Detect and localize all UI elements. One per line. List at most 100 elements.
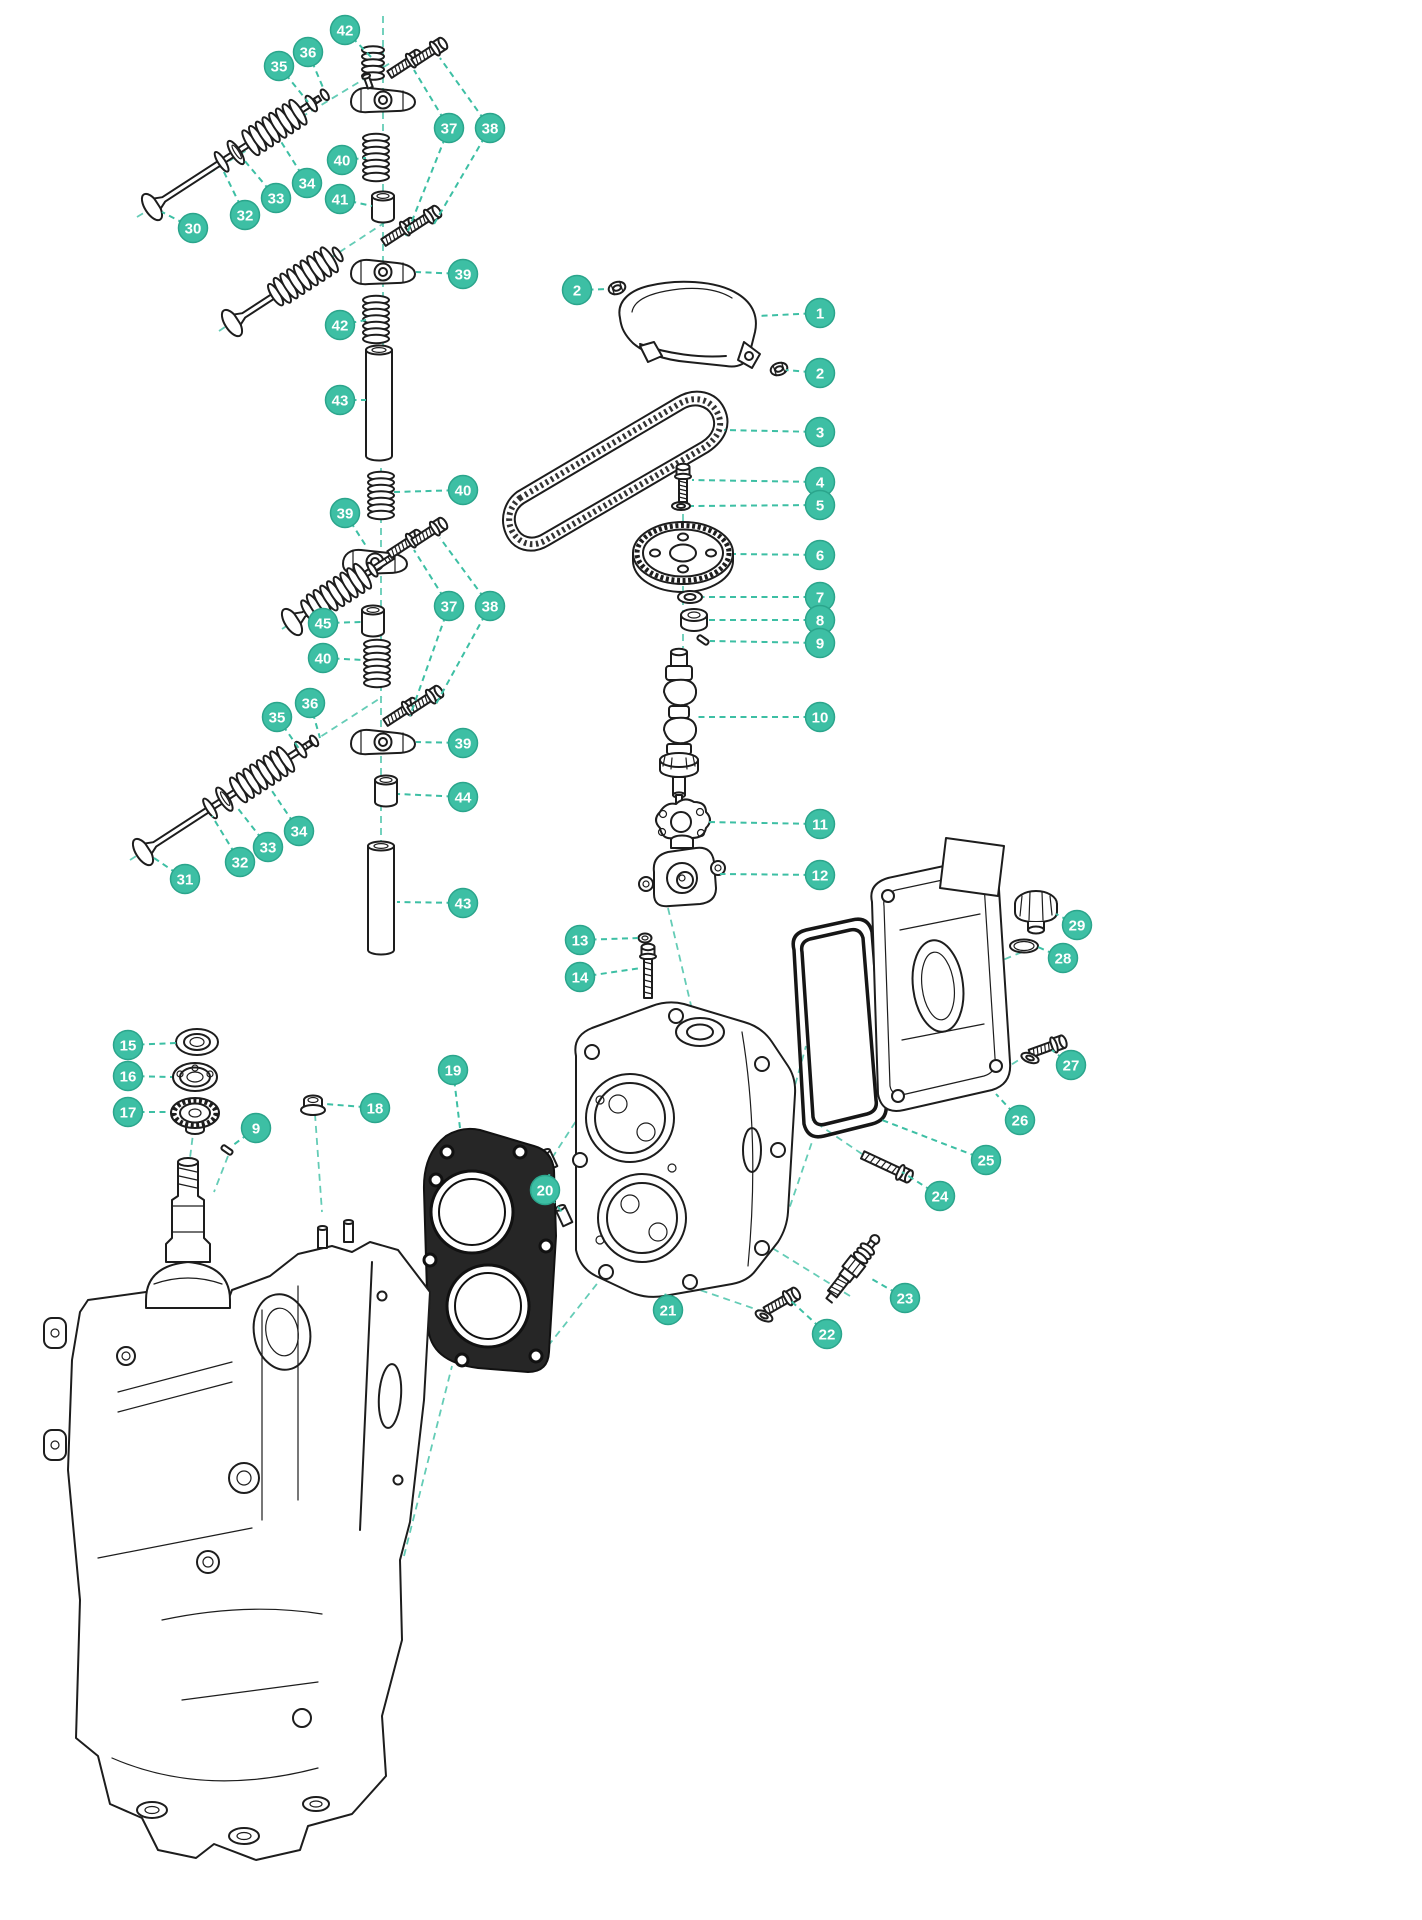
callout-number: 29 [1069, 918, 1086, 935]
callout-badge [324, 183, 356, 215]
callout-number: 36 [302, 696, 319, 713]
spark-plug [825, 1234, 881, 1304]
callout-38: 38 [474, 112, 506, 144]
rocker-arm [350, 258, 416, 286]
callout-34: 34 [291, 167, 323, 199]
callout-36: 36 [292, 36, 324, 68]
dowel-pin [695, 633, 711, 647]
leader-line-18 [325, 1103, 376, 1109]
callout-number: 15 [120, 1038, 137, 1055]
o-ring [1009, 938, 1039, 954]
callout-number: 21 [660, 1303, 677, 1320]
callout-number: 19 [445, 1063, 462, 1080]
callout-badge [224, 846, 256, 878]
callout-badge [1004, 1104, 1036, 1136]
callout-9: 9 [804, 627, 836, 659]
leader-line-32 [221, 167, 246, 216]
leader-line-38 [435, 605, 491, 705]
seal-cap [300, 1094, 326, 1116]
callout-badge [329, 497, 361, 529]
pump-bolt-washer [637, 932, 653, 944]
callout-36: 36 [294, 687, 326, 719]
timing-belt-illustration [502, 390, 729, 552]
callout-badge [804, 539, 836, 571]
callout-number: 31 [177, 872, 194, 889]
callout-18: 18 [359, 1092, 391, 1124]
valve-spring [362, 294, 390, 345]
callout-badge [359, 1092, 391, 1124]
callout-31: 31 [169, 863, 201, 895]
valve-lifter [374, 774, 398, 808]
callout-badge [292, 36, 324, 68]
valve-spring [363, 638, 391, 689]
callout-number: 20 [537, 1183, 554, 1200]
callout-22: 22 [811, 1318, 843, 1350]
callout-19: 19 [437, 1054, 469, 1086]
callout-13: 13 [564, 924, 596, 956]
callout-badge [263, 50, 295, 82]
callout-39: 39 [447, 727, 479, 759]
callout-5: 5 [804, 489, 836, 521]
valve-lifter [361, 604, 385, 638]
callout-badge [112, 1029, 144, 1061]
pulley-washer [671, 501, 691, 511]
callout-45: 45 [307, 607, 339, 639]
callout-badge [433, 112, 465, 144]
callout-number: 34 [299, 176, 316, 193]
callout-number: 38 [482, 121, 499, 138]
callout-10: 10 [804, 701, 836, 733]
oil-pump-illustration [637, 798, 726, 999]
callout-badge [474, 112, 506, 144]
callout-number: 4 [816, 475, 825, 492]
callout-40: 40 [307, 642, 339, 674]
leader-line-35 [276, 716, 301, 751]
pulley-stack-illustration [632, 462, 734, 647]
leader-line-25 [881, 1119, 987, 1161]
callout-number: 43 [455, 896, 472, 913]
callout-33: 33 [252, 831, 284, 863]
callout-badge [804, 701, 836, 733]
callout-32: 32 [224, 846, 256, 878]
leader-line-4 [691, 479, 821, 483]
callout-badge [447, 887, 479, 919]
callout-37: 37 [433, 590, 465, 622]
callout-2: 2 [561, 274, 593, 306]
callout-15: 15 [112, 1029, 144, 1061]
callout-number: 40 [455, 483, 472, 500]
pulley-bolt [674, 462, 692, 503]
callout-badge [1047, 942, 1079, 974]
callout-badge [804, 416, 836, 448]
callout-number: 40 [315, 651, 332, 668]
callout-number: 38 [482, 599, 499, 616]
leader-line-39 [344, 512, 367, 547]
callout-badge [804, 489, 836, 521]
callout-3: 3 [804, 416, 836, 448]
valve-cover-illustration [791, 837, 1070, 1187]
oil-seal [175, 1028, 219, 1056]
callout-42: 42 [324, 309, 356, 341]
callout-badge [261, 701, 293, 733]
callout-badge [307, 607, 339, 639]
valve-cover [870, 858, 1012, 1112]
callout-badge [447, 727, 479, 759]
callout-number: 10 [812, 710, 829, 727]
callout-43: 43 [447, 887, 479, 919]
leader-line-15 [127, 1042, 177, 1046]
callout-25: 25 [970, 1144, 1002, 1176]
cover-nut [768, 359, 790, 379]
callout-11: 11 [804, 808, 836, 840]
callout-number: 25 [978, 1153, 995, 1170]
callout-badge [811, 1318, 843, 1350]
blank-label [939, 837, 1005, 897]
callout-number: 2 [573, 283, 581, 300]
callout-badge [447, 781, 479, 813]
callout-16: 16 [112, 1060, 144, 1092]
drive-gear [170, 1097, 220, 1135]
leader-line-37 [405, 127, 450, 237]
callout-number: 11 [812, 817, 828, 834]
valve-cover-gasket [791, 917, 888, 1139]
callout-badge [889, 1282, 921, 1314]
dowel-pin [219, 1143, 235, 1157]
head-gasket-illustration [422, 1127, 558, 1374]
cylinder-block-illustration [43, 1028, 431, 1861]
